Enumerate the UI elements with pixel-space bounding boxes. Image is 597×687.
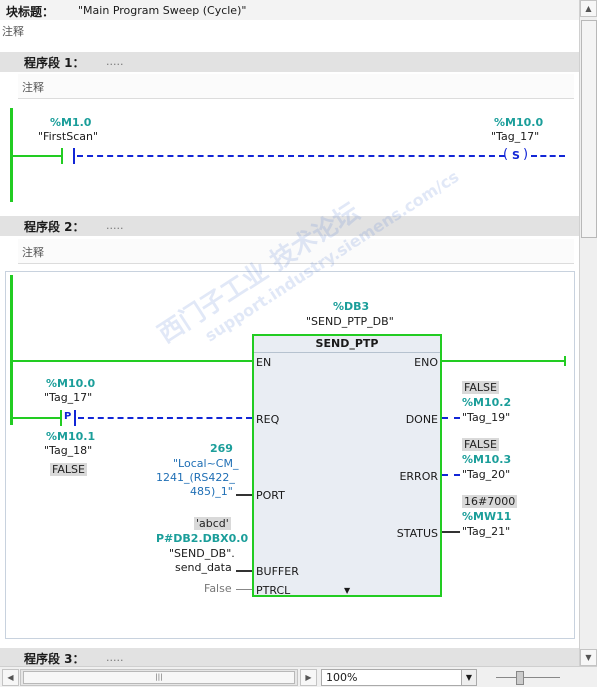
network2-area (5, 271, 575, 639)
error-wire (442, 474, 460, 476)
port-value: 269 (210, 442, 233, 455)
positive-edge-contact[interactable]: P (59, 410, 77, 426)
block-title-value[interactable]: "Main Program Sweep (Cycle)" (78, 4, 247, 17)
contact-tag: "FirstScan" (38, 130, 99, 143)
network1-label: 程序段 1： (24, 56, 85, 70)
network1-power-rail (10, 108, 13, 202)
status-wire (442, 531, 460, 533)
contact-address: %M1.0 (50, 116, 92, 129)
buffer-tag-line2: send_data (175, 561, 232, 574)
buffer-value: 'abcd' (194, 517, 231, 530)
status-value: 16#7000 (462, 495, 518, 508)
vertical-scrollbar[interactable]: ▲ ▼ (579, 0, 597, 666)
zoom-value: 100% (326, 671, 358, 684)
zoom-select[interactable]: 100% ▼ (321, 669, 477, 686)
editor-status-bar: ◀ ||| ▶ 100% ▼ (0, 666, 597, 687)
send-ptp-block[interactable]: SEND_PTP EN REQ PORT BUFFER PTRCL ENO DO… (252, 334, 442, 597)
req-wire-left (13, 417, 60, 419)
zoom-slider[interactable] (496, 669, 560, 685)
req-wire-dashed (78, 417, 252, 419)
block-title-row: 块标题： "Main Program Sweep (Cycle)" (0, 0, 580, 20)
pin-req: REQ (256, 413, 280, 426)
positive-edge-symbol: P (64, 411, 72, 422)
ptrcl-wire (236, 589, 252, 590)
scroll-up-icon[interactable]: ▲ (580, 0, 597, 17)
pin-error: ERROR (399, 470, 438, 483)
status-address: %MW11 (462, 510, 512, 523)
edge-memory-tag: "Tag_18" (44, 444, 93, 457)
port-tag-line1: "Local~CM_ (173, 457, 239, 470)
error-address: %M10.3 (462, 453, 512, 466)
buffer-tag-line1: "SEND_DB". (169, 547, 235, 560)
block-title-label: 块标题： (6, 5, 55, 19)
network2-title[interactable]: ..... (106, 219, 124, 232)
set-coil-symbol: S (512, 149, 520, 162)
pin-ptrcl: PTRCL (256, 584, 291, 597)
buffer-address: P#DB2.DBX0.0 (156, 532, 249, 545)
instance-db-address: %DB3 (333, 300, 370, 313)
block-comment-text: 注释 (2, 25, 24, 38)
network2-header[interactable]: 程序段 2： ..... (0, 216, 580, 236)
req-contact-tag: "Tag_17" (44, 391, 93, 404)
done-wire (442, 417, 460, 419)
port-tag-line3: 485)_1" (190, 485, 233, 498)
port-tag-line2: 1241_(RS422_ (156, 471, 235, 484)
buffer-wire (236, 570, 252, 572)
pin-port: PORT (256, 489, 285, 502)
normally-open-contact[interactable] (60, 148, 76, 164)
done-value: FALSE (462, 381, 499, 394)
network1-header[interactable]: 程序段 1： ..... (0, 52, 580, 72)
eno-wire-end (564, 356, 566, 366)
coil-tag: "Tag_17" (491, 130, 540, 143)
eno-wire (442, 360, 566, 362)
network3-header[interactable]: 程序段 3： ..... (0, 648, 580, 666)
edge-memory-address: %M10.1 (46, 430, 96, 443)
network3-title[interactable]: ..... (106, 651, 124, 664)
coil-address: %M10.0 (494, 116, 544, 129)
send-ptp-block-title: SEND_PTP (254, 337, 440, 353)
status-tag: "Tag_21" (462, 525, 511, 538)
pin-en: EN (256, 356, 272, 369)
error-value: FALSE (462, 438, 499, 451)
network3-label: 程序段 3： (24, 652, 85, 666)
done-address: %M10.2 (462, 396, 512, 409)
pin-done: DONE (405, 413, 438, 426)
error-tag: "Tag_20" (462, 468, 511, 481)
network1-comment[interactable]: 注释 (18, 74, 574, 99)
set-coil[interactable]: ( S ) (503, 147, 529, 162)
en-wire (13, 360, 252, 362)
ptrcl-value: False (204, 582, 232, 595)
zoom-dropdown-icon[interactable]: ▼ (461, 670, 476, 685)
pin-status: STATUS (396, 527, 438, 540)
horizontal-scroll-thumb[interactable]: ||| (23, 671, 295, 684)
zoom-slider-handle[interactable] (516, 671, 524, 685)
network1-comment-text: 注释 (22, 81, 44, 94)
network1-title[interactable]: ..... (106, 55, 124, 68)
pin-eno: ENO (414, 356, 438, 369)
vertical-scroll-thumb[interactable] (581, 20, 597, 238)
expand-pins-arrow[interactable]: ▼ (344, 586, 351, 595)
network2-power-rail (10, 275, 13, 425)
scroll-right-icon[interactable]: ▶ (300, 669, 317, 686)
req-contact-address: %M10.0 (46, 377, 96, 390)
port-wire (236, 494, 252, 496)
scroll-left-icon[interactable]: ◀ (2, 669, 19, 686)
network2-label: 程序段 2： (24, 220, 85, 234)
network1-wire-right (531, 155, 565, 157)
instance-db-tag: "SEND_PTP_DB" (306, 315, 394, 328)
block-comment[interactable]: 注释 (0, 20, 580, 42)
network1-wire-dashed (77, 155, 505, 157)
horizontal-scroll-track[interactable]: ||| (20, 669, 298, 686)
network2-comment[interactable]: 注释 (18, 239, 574, 264)
edge-memory-value: FALSE (50, 463, 87, 476)
network2-comment-text: 注释 (22, 246, 44, 259)
pin-buffer: BUFFER (256, 565, 299, 578)
done-tag: "Tag_19" (462, 411, 511, 424)
network1-wire-left (13, 155, 61, 157)
scroll-down-icon[interactable]: ▼ (580, 649, 597, 666)
